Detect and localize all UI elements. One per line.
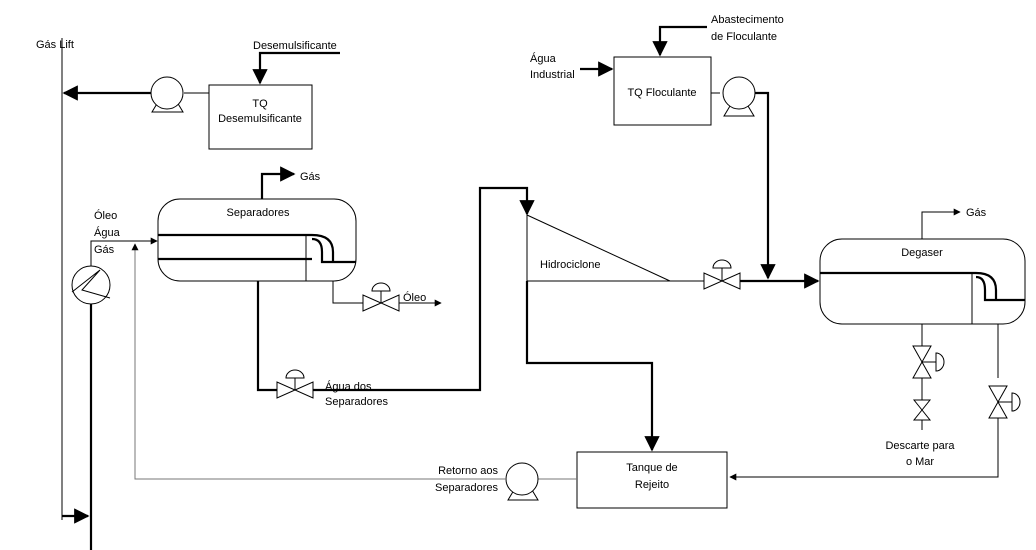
oleo-outlet-label: Óleo xyxy=(403,291,426,304)
degaser-label: Degaser xyxy=(901,247,943,259)
tanque-rejeito-label-2: Rejeito xyxy=(635,479,669,491)
agua-separadores-line xyxy=(256,281,278,392)
descarte-control-valve-icon xyxy=(912,345,945,379)
abastecimento-label-2: de Floculante xyxy=(711,31,777,43)
oleo-inlet-label: Óleo xyxy=(94,209,117,222)
abastecimento-label-1: Abastecimento xyxy=(711,14,784,26)
retorno-line xyxy=(131,243,506,480)
descarte-label-1: Descarte para xyxy=(885,440,955,452)
floculante-dosing-line xyxy=(755,91,776,280)
tq-desemulsificante-label-2: Desemulsificante xyxy=(218,113,302,125)
desemulsificante-label: Desemulsificante xyxy=(253,40,337,52)
degaser-reject-valve-icon xyxy=(988,385,1021,419)
hidrociclone-label: Hidrociclone xyxy=(540,259,601,271)
agua-industrial-label-1: Água xyxy=(530,52,557,65)
retorno-pump-icon xyxy=(505,462,539,501)
retorno-label-1: Retorno aos xyxy=(438,465,498,477)
hidrociclone-control-valve-icon xyxy=(703,259,741,290)
degaser-gas-line xyxy=(921,208,961,239)
agua-inlet-label: Água xyxy=(94,226,121,239)
oleo-control-valve-icon xyxy=(362,282,400,312)
agua-industrial-label-2: Industrial xyxy=(530,69,575,81)
tq-floculante-label: TQ Floculante xyxy=(627,87,696,99)
oleo-outlet-line xyxy=(332,281,367,304)
tq-floculante-tank xyxy=(613,56,712,126)
floculante-pump-icon xyxy=(722,76,756,117)
descarte-block-valve-icon xyxy=(912,399,932,421)
degaser-reject-line xyxy=(729,418,999,481)
abastecimento-feed-line xyxy=(652,25,707,57)
separator-inlet-line xyxy=(90,237,158,266)
hidrociclone-reject-line xyxy=(525,281,660,452)
desemulsificante-pump-icon xyxy=(150,76,184,113)
agua-separadores-valve-icon xyxy=(276,369,314,399)
agua-separadores-label-1: Água dos xyxy=(325,380,372,393)
heat-exchanger-icon xyxy=(71,265,111,305)
gas-inlet-label: Gás xyxy=(94,244,115,256)
tanque-rejeito-label-1: Tanque de xyxy=(626,462,677,474)
desemulsificante-feed-line xyxy=(252,51,340,85)
tq-desemulsificante-tank xyxy=(208,84,313,150)
agua-to-hidrociclone-line xyxy=(313,186,535,392)
tq-desemulsificante-label-1: TQ xyxy=(252,98,268,110)
separadores-gas-label: Gás xyxy=(300,171,321,183)
descarte-label-2: o Mar xyxy=(906,456,934,468)
separadores-label: Separadores xyxy=(227,207,290,219)
agua-separadores-label-2: Separadores xyxy=(325,396,388,408)
hidrociclone-unit xyxy=(526,214,671,282)
gas-lift-label: Gás Lift xyxy=(36,39,74,51)
degaser-gas-label: Gás xyxy=(966,207,987,219)
tanque-rejeito-tank xyxy=(576,451,728,509)
separadores-gas-line xyxy=(260,166,296,199)
retorno-label-2: Separadores xyxy=(435,482,498,494)
